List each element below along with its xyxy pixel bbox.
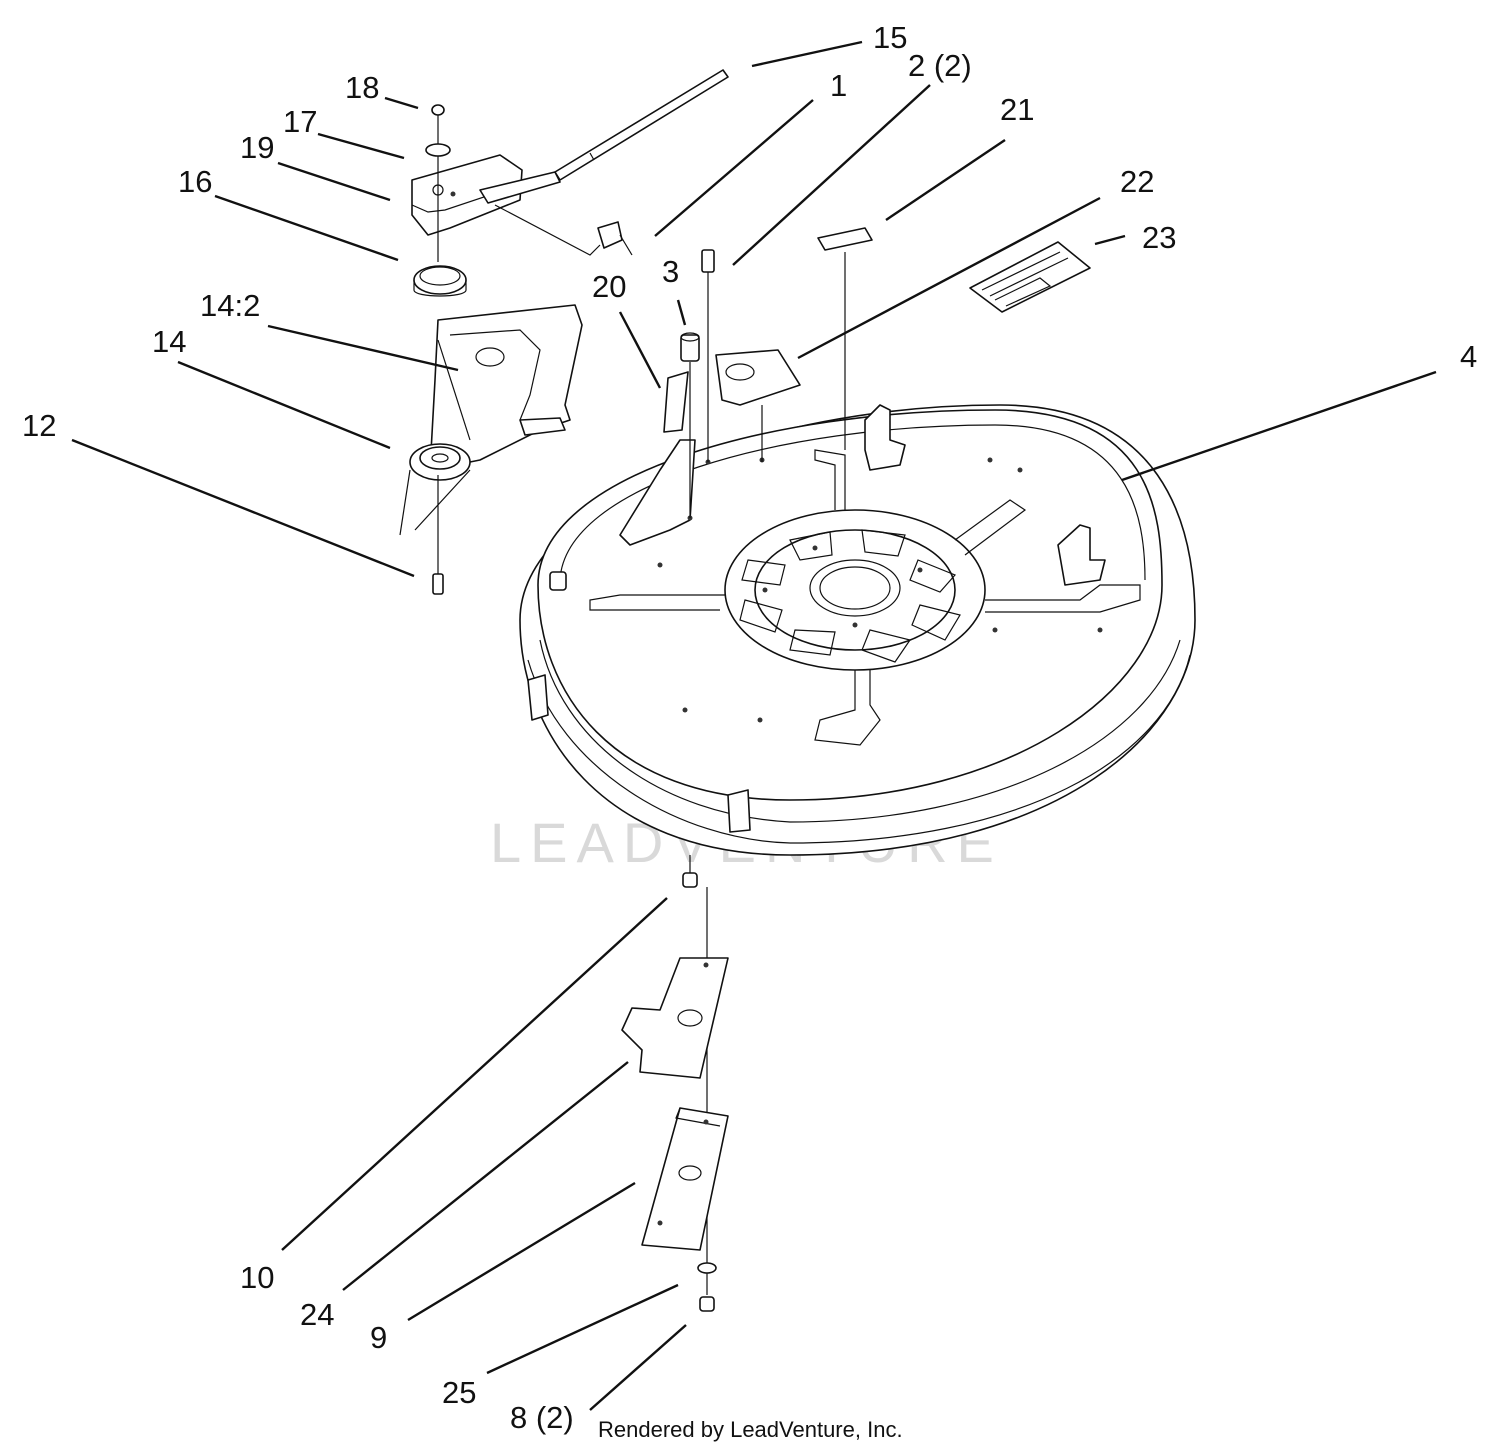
- plate-24: [621, 957, 729, 1079]
- callout-20: 20: [592, 269, 626, 304]
- tab-20: [663, 371, 689, 433]
- idler-bracket: [429, 304, 583, 471]
- callout-23: 23: [1142, 220, 1176, 255]
- callout-22: 22: [1120, 164, 1154, 199]
- plate-22: [715, 349, 801, 406]
- lift-arm-19: [411, 154, 561, 236]
- callout-10: 10: [240, 1260, 274, 1295]
- callout-9: 9: [370, 1320, 387, 1355]
- nut-10: [682, 872, 698, 888]
- callout-3: 3: [662, 254, 679, 289]
- label-23: [969, 241, 1091, 313]
- callout-2: 2 (2): [908, 48, 972, 83]
- callout-18: 18: [345, 70, 379, 105]
- credit-text: Rendered by LeadVenture, Inc.: [598, 1417, 903, 1442]
- idler-pulley: [399, 443, 471, 536]
- callout-12: 12: [22, 408, 56, 443]
- bolt-2: [701, 249, 715, 273]
- nut-8: [699, 1296, 715, 1312]
- callout-15: 15: [873, 20, 907, 55]
- callout-16: 16: [178, 164, 212, 199]
- callout-4: 4: [1460, 339, 1477, 374]
- spacer-3: [680, 332, 700, 362]
- callout-21: 21: [1000, 92, 1034, 127]
- leader-lines: [71, 40, 1437, 1411]
- callout-19: 19: [240, 130, 274, 165]
- callout-labels: 15 2 (2) 1 18 17 19 16 21 22 23 3 20 14:…: [22, 20, 1477, 1435]
- spring-1: [494, 204, 633, 256]
- callout-14-2: 14:2: [200, 288, 260, 323]
- callout-1: 1: [830, 68, 847, 103]
- nut-18: [431, 104, 445, 116]
- bushing-16: [413, 265, 467, 297]
- decal-21: [817, 227, 873, 251]
- bolt-12: [432, 573, 444, 595]
- callout-8: 8 (2): [510, 1400, 574, 1435]
- callout-25: 25: [442, 1375, 476, 1410]
- callout-17: 17: [283, 104, 317, 139]
- rod-15: [554, 69, 729, 181]
- callout-24: 24: [300, 1297, 334, 1332]
- callout-14: 14: [152, 324, 186, 359]
- mower-deck: [519, 404, 1196, 856]
- washer-25: [697, 1262, 717, 1274]
- washer-17: [425, 143, 451, 157]
- bracket-9: [641, 1107, 729, 1251]
